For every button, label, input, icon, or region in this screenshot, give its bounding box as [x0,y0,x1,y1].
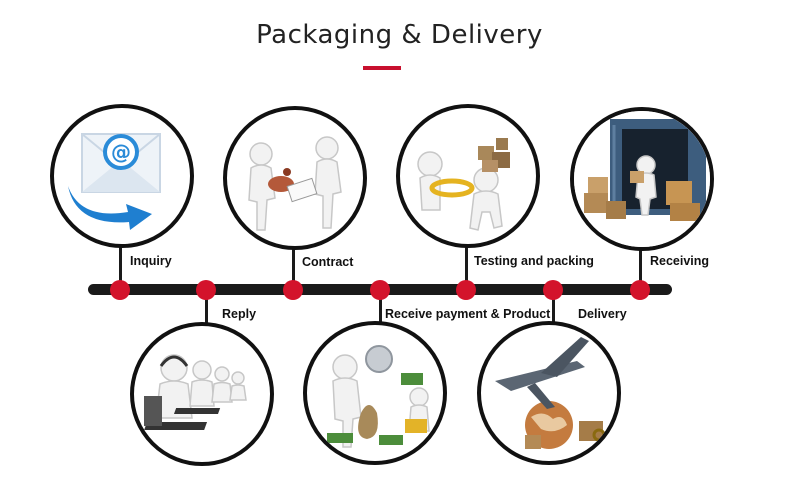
page-title: Packaging & Delivery [0,20,799,50]
svg-text:@: @ [111,140,131,164]
step-image-receiving [570,107,714,251]
timeline-dot-payment [370,280,390,300]
timeline-dot-delivery [543,280,563,300]
email-at-icon: @ [54,108,190,244]
airplane-globe-icon [481,325,617,461]
money-payment-icon [307,325,443,461]
step-label-receiving: Receiving [650,254,709,268]
step-label-contract: Contract [302,255,353,269]
title-underline [363,66,401,70]
container-warehouse-icon [574,111,710,247]
step-image-contract [223,106,367,250]
timeline-dot-reply [196,280,216,300]
handshake-contract-icon [227,110,363,246]
step-image-delivery [477,321,621,465]
timeline-dot-receiving [630,280,650,300]
step-image-testing [396,104,540,248]
timeline-dot-testing [456,280,476,300]
step-image-inquiry: @ [50,104,194,248]
step-label-payment: Receive payment & Product [385,307,550,321]
step-image-reply [130,322,274,466]
timeline-dot-contract [283,280,303,300]
testing-packing-icon [400,108,536,244]
step-label-inquiry: Inquiry [130,254,172,268]
call-center-icon [134,326,270,462]
step-label-delivery: Delivery [578,307,627,321]
timeline-dot-inquiry [110,280,130,300]
step-label-testing: Testing and packing [474,254,594,268]
step-label-reply: Reply [222,307,256,321]
step-image-payment [303,321,447,465]
